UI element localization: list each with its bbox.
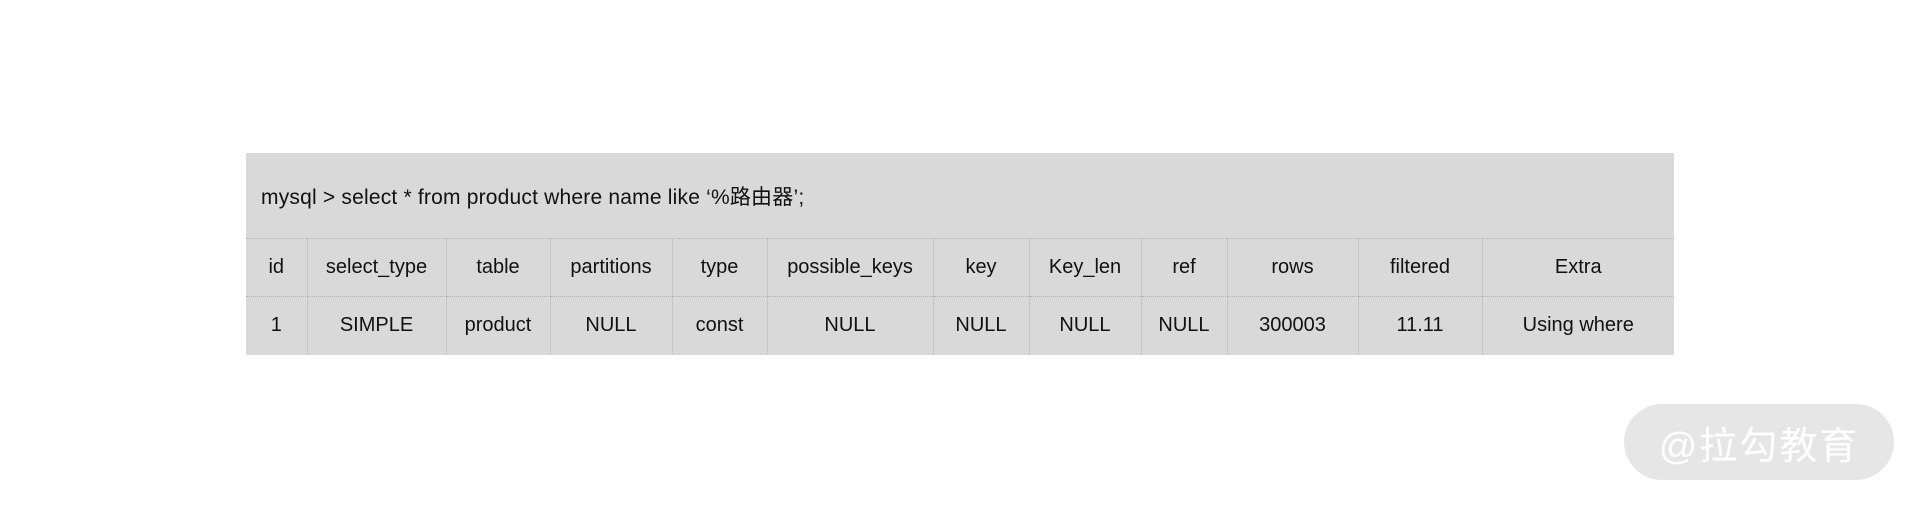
cell-ref: NULL (1141, 296, 1228, 354)
sql-query-text: mysql > select * from product where name… (246, 153, 1674, 239)
header-cell-type: type (672, 239, 768, 297)
cell-filtered: 11.11 (1358, 296, 1483, 354)
cell-partitions: NULL (550, 296, 673, 354)
header-cell-filtered: filtered (1358, 239, 1483, 297)
table-row: 1 SIMPLE product NULL const NULL NULL NU… (246, 296, 1674, 354)
cell-rows: 300003 (1227, 296, 1359, 354)
header-cell-extra: Extra (1482, 239, 1674, 297)
cell-table: product (446, 296, 551, 354)
header-cell-ref: ref (1141, 239, 1228, 297)
header-cell-key-len: Key_len (1029, 239, 1142, 297)
explain-output-panel: mysql > select * from product where name… (246, 153, 1674, 355)
cell-id: 1 (246, 296, 308, 354)
cell-type: const (672, 296, 768, 354)
cell-extra: Using where (1522, 314, 1634, 336)
table-header-row: id select_type table partitions type pos… (246, 239, 1674, 297)
header-cell-select-type: select_type (307, 239, 447, 297)
cell-key-len: NULL (1029, 296, 1142, 354)
explain-result-table: id select_type table partitions type pos… (246, 239, 1674, 354)
cell-possible-keys: NULL (767, 296, 934, 354)
cell-key: NULL (933, 296, 1030, 354)
header-cell-rows: rows (1227, 239, 1359, 297)
header-cell-id: id (246, 239, 308, 297)
watermark-badge: @拉勾教育 (1624, 404, 1894, 480)
header-cell-key: key (933, 239, 1030, 297)
header-cell-table: table (446, 239, 551, 297)
cell-select-type: SIMPLE (307, 296, 447, 354)
header-cell-partitions: partitions (550, 239, 673, 297)
header-cell-possible-keys: possible_keys (767, 239, 934, 297)
